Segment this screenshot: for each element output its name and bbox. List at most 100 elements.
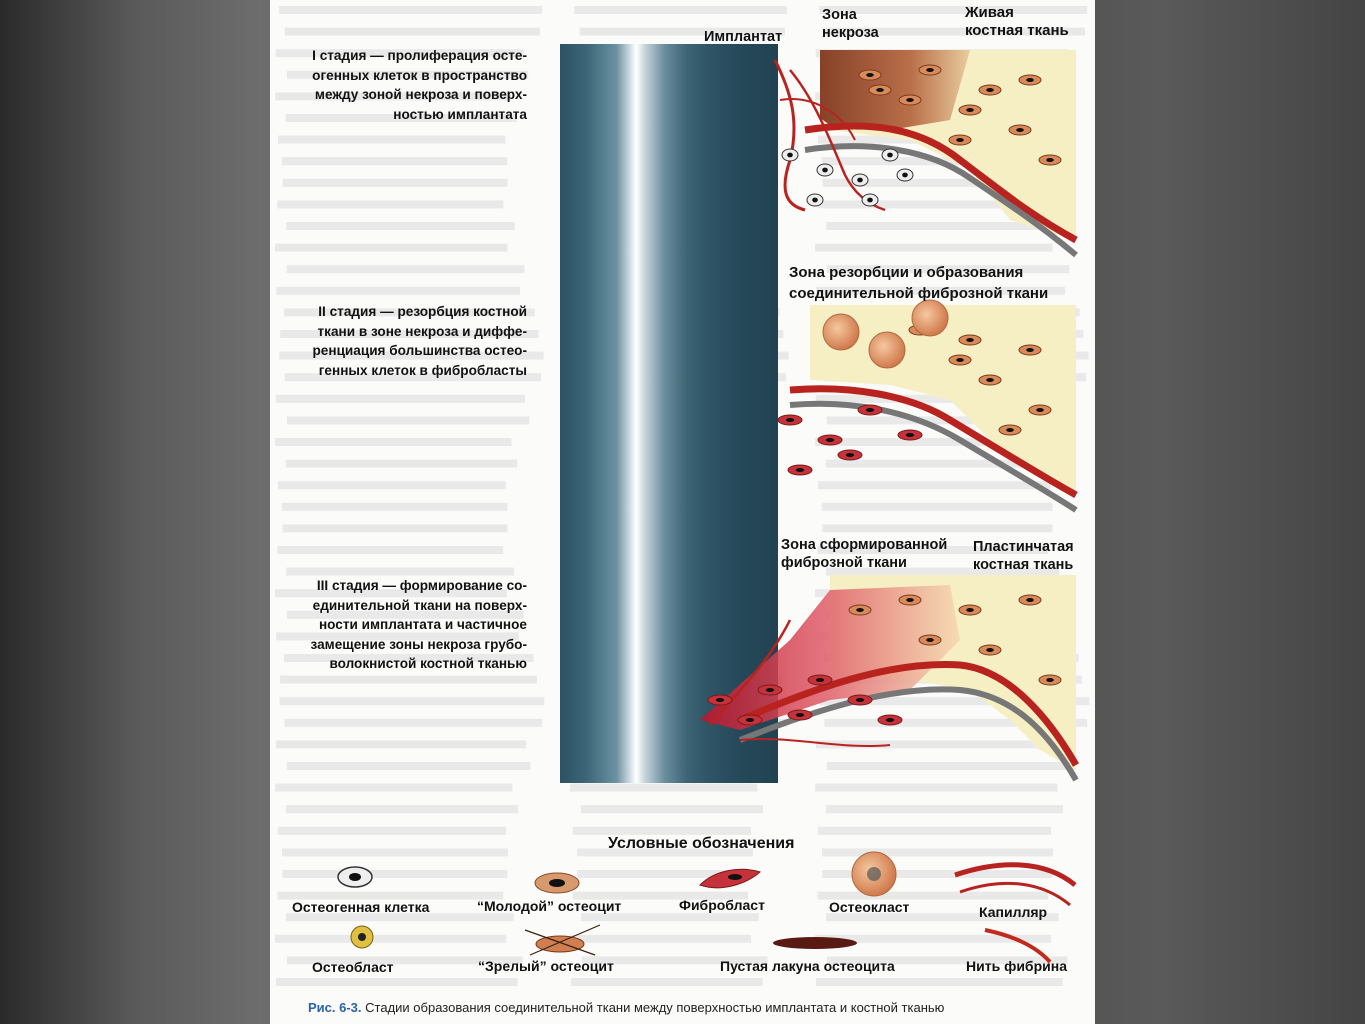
bleed-text-line — [286, 610, 524, 619]
bleed-text-line — [284, 27, 540, 36]
resorption-zone-label: Зона резорбции и образования соединитель… — [789, 262, 1048, 304]
bleed-text-line — [275, 589, 507, 598]
bleed-text-line — [817, 481, 1051, 490]
stage-2-line: ренциация большинства остео- — [312, 343, 528, 358]
cell-nucleus — [787, 152, 793, 158]
bleed-text-line — [825, 805, 1064, 814]
cell-nucleus — [906, 598, 914, 602]
bleed-text-line — [279, 6, 543, 14]
bleed-text-line — [282, 178, 508, 187]
bleed-text-line — [819, 6, 1088, 14]
bleed-text-line — [286, 567, 515, 576]
bleed-text-line — [276, 978, 518, 986]
bleed-text-line — [570, 934, 752, 943]
bleed-text-line — [822, 178, 1053, 187]
bleed-text-line — [276, 286, 520, 295]
figure-number: Рис. 6-3. — [308, 1000, 362, 1015]
bleed-text-line — [281, 157, 508, 166]
bleed-text-line — [822, 524, 1053, 533]
bleed-text-line — [279, 351, 544, 360]
stage-3-line: замещение зоны некроза грубо- — [310, 636, 528, 652]
bleed-text-line — [275, 740, 527, 749]
bleed-text-line — [815, 740, 1072, 749]
bleed-text-line — [574, 6, 788, 14]
stage-1-line: ностью имплантата — [393, 106, 527, 122]
bleed-text-line — [286, 265, 525, 274]
bleed-text-line — [286, 416, 530, 425]
cell-nucleus — [795, 713, 805, 717]
tissue-illustration — [337, 50, 1080, 964]
bleed-text-line — [284, 308, 535, 317]
bleed-text-line — [579, 27, 785, 36]
legend-osteogenic-cell: Остеогенная клетка — [292, 899, 430, 915]
legend-osteoblast: Остеобласт — [312, 959, 394, 975]
cell-nucleus — [986, 648, 994, 652]
resorption-zone-line-1: Зона резорбции и образования — [789, 264, 1024, 281]
cell-nucleus — [926, 68, 934, 72]
bleed-text-line — [580, 805, 764, 814]
cell-nucleus — [876, 88, 884, 92]
bleed-text-line — [280, 675, 537, 684]
bleed-text-line — [826, 265, 1070, 274]
bleed-text-line — [285, 459, 518, 468]
empty-lacuna-icon — [773, 937, 857, 949]
bleed-text-line — [277, 481, 506, 490]
capillary-icon — [954, 862, 1077, 887]
fibrin-thread-icon — [984, 928, 1052, 964]
cell-nucleus — [926, 638, 934, 642]
cell-nucleus — [795, 468, 805, 472]
legend-mature-osteocyte: “Зрелый” остеоцит — [478, 958, 614, 974]
legend-young-osteocyte: “Молодой” остеоцит — [477, 898, 622, 914]
cell-nucleus — [856, 608, 864, 612]
cell-nucleus — [1046, 158, 1054, 162]
bleed-text-line — [817, 200, 1049, 209]
bleed-text-line — [825, 459, 1063, 468]
bleed-text-line — [277, 200, 504, 209]
bleed-text-line — [815, 438, 1057, 446]
cell-nucleus — [906, 98, 914, 102]
bleed-text-line — [572, 826, 752, 835]
legend-icons — [337, 851, 1077, 964]
bleed-text-line — [282, 524, 508, 533]
figure-caption: Рис. 6-3. Стадии образования соединитель… — [308, 1000, 944, 1015]
bleed-text-line — [284, 373, 542, 382]
lamellar-bone-label: Пластинчатая костная ткань — [973, 538, 1074, 574]
bleed-text-line — [277, 546, 504, 554]
bleed-text-line — [815, 783, 1058, 792]
bleed-text-line — [285, 805, 519, 814]
lamellar-bone-line-1: Пластинчатая — [973, 539, 1074, 555]
bleed-text-line — [284, 654, 534, 662]
stage-3-line: единительной ткани на поверх- — [312, 597, 527, 613]
bleed-text-line — [570, 783, 758, 792]
cell-nucleus — [1016, 128, 1024, 132]
bleed-text-line — [571, 978, 763, 986]
cell-nucleus — [887, 152, 893, 158]
cell-nucleus — [1026, 78, 1034, 82]
bleed-text-line — [280, 330, 539, 338]
stage-2-line: II стадия — резорбция костной — [318, 304, 527, 319]
bleed-text-line — [275, 92, 511, 101]
bleed-text-line — [286, 70, 529, 79]
stage-1-line: I стадия — пролиферация осте- — [312, 48, 527, 63]
cell-nucleus — [1046, 678, 1054, 682]
legend-title: Условные обозначения — [608, 835, 795, 852]
bleed-text-line — [286, 222, 515, 230]
bleed-text-line — [277, 826, 507, 835]
stage-3-panel — [700, 575, 1080, 782]
textbook-page: Имплантат Зона некроза Живая костная тка… — [270, 0, 1095, 1024]
implant-label: Имплантат — [704, 29, 783, 45]
osteoclast-cell — [822, 313, 860, 351]
bleed-text-line — [815, 394, 1070, 403]
bleed-text-line — [817, 546, 1049, 554]
cell-nucleus — [986, 378, 994, 382]
stage-3-line: ности имплантата и частичное — [318, 617, 527, 632]
caption-text: Стадии образования соединительной ткани … — [361, 1000, 945, 1015]
bleed-text-line — [581, 956, 768, 965]
bleed-text-line — [826, 567, 1060, 576]
living-bone-label: Живая костная ткань — [965, 4, 1069, 40]
stage-3-description: III стадия — формирование со- единительн… — [277, 576, 528, 674]
cell-nucleus — [1026, 598, 1034, 602]
cell-nucleus — [966, 108, 974, 112]
cell-nucleus — [855, 698, 865, 702]
necrosis-zone-line-1: Зона — [822, 7, 857, 23]
